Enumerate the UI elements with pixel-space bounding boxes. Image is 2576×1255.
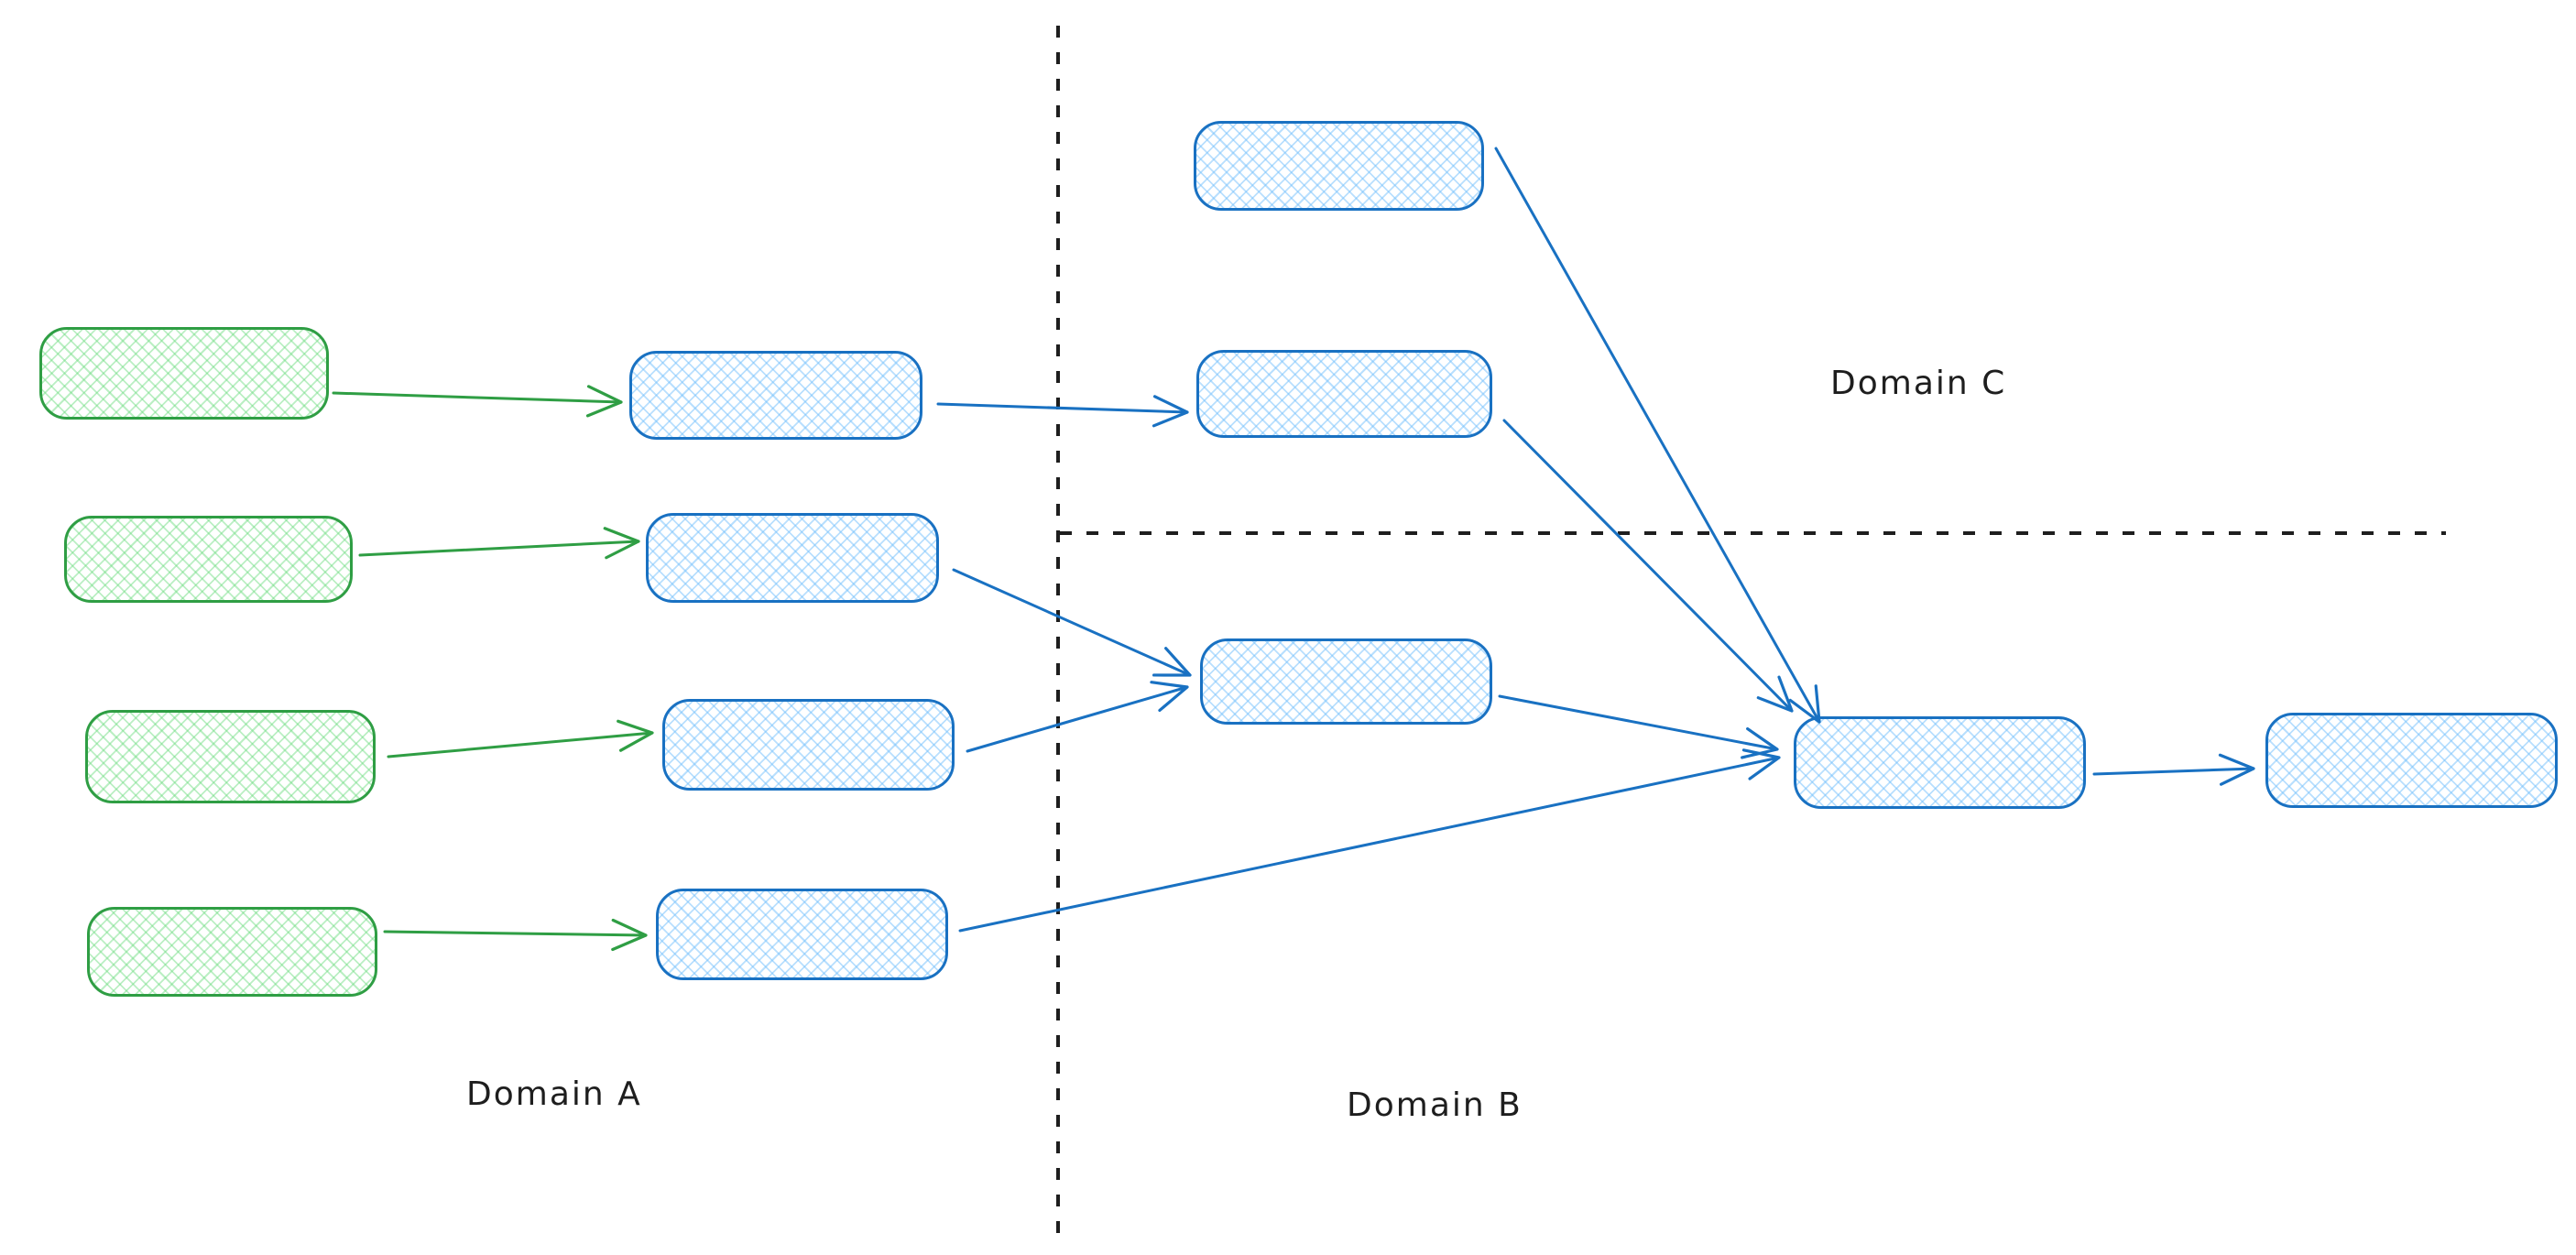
edge-source1-to-target1 bbox=[332, 385, 623, 418]
domain-c-label: Domain C bbox=[1830, 365, 2007, 402]
domain-b-label: Domain B bbox=[1347, 1086, 1523, 1124]
domain-b-middle-node[interactable] bbox=[1200, 638, 1492, 725]
edge-target2-to-bmiddle bbox=[952, 568, 1192, 677]
edge-target4-to-aggregate bbox=[958, 748, 1781, 933]
edge-source4-to-target4 bbox=[383, 918, 648, 952]
domain-a-source-node-2[interactable] bbox=[64, 516, 353, 603]
domain-b-aggregate-node[interactable] bbox=[1794, 716, 2086, 809]
edge-source3-to-target3 bbox=[387, 719, 654, 758]
domain-a-source-node-3[interactable] bbox=[85, 710, 376, 803]
domain-a-source-node-1[interactable] bbox=[39, 327, 329, 420]
edge-target1-to-btop bbox=[936, 395, 1189, 428]
domain-b-output-node[interactable] bbox=[2265, 713, 2558, 808]
edge-bmiddle-to-aggregate bbox=[1498, 694, 1779, 759]
domain-a-label: Domain A bbox=[466, 1075, 642, 1113]
edge-target3-to-bmiddle bbox=[966, 681, 1189, 753]
edge-domainc-to-aggregate bbox=[1494, 147, 1821, 724]
edge-btop-to-aggregate bbox=[1502, 419, 1794, 713]
domain-a-target-node-3[interactable] bbox=[662, 699, 955, 791]
domain-a-source-node-4[interactable] bbox=[87, 907, 377, 997]
domain-a-target-node-1[interactable] bbox=[629, 351, 922, 440]
edge-source2-to-target2 bbox=[358, 527, 640, 560]
domain-c-node[interactable] bbox=[1194, 121, 1484, 211]
domain-b-top-node[interactable] bbox=[1196, 350, 1492, 438]
domain-a-target-node-2[interactable] bbox=[646, 513, 939, 603]
domain-a-target-node-4[interactable] bbox=[656, 889, 948, 980]
edge-aggregate-to-output bbox=[2092, 753, 2255, 786]
